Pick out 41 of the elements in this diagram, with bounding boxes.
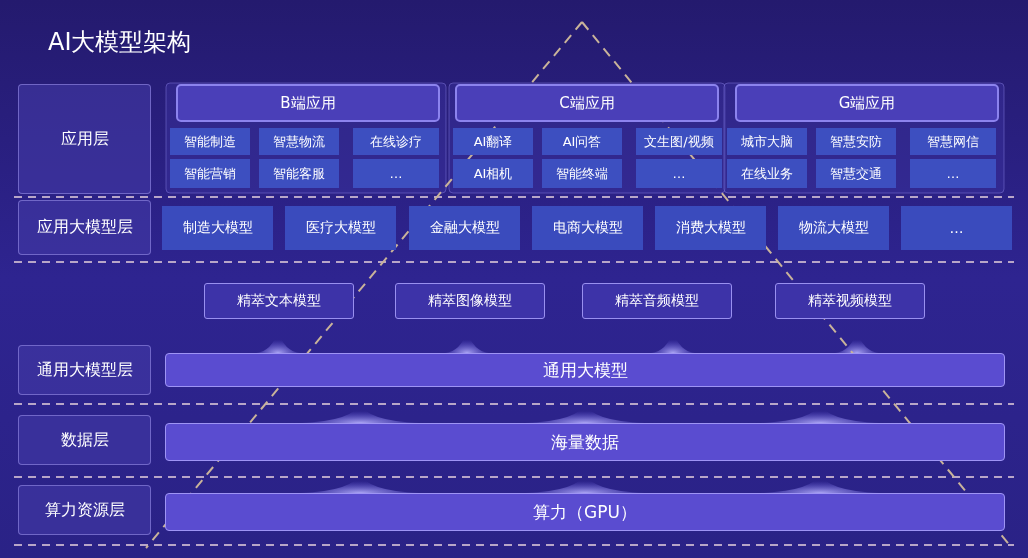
- layer-label: 通用大模型层: [18, 345, 151, 395]
- layer-label: 数据层: [18, 415, 151, 465]
- app-tile: 智慧安防: [816, 128, 896, 155]
- model-tile: 消费大模型: [655, 206, 766, 250]
- model-tag: 精萃音频模型: [582, 283, 732, 319]
- app-tile: 智能终端: [542, 159, 622, 188]
- app-tile: AI相机: [453, 159, 533, 188]
- group-header: B端应用: [176, 84, 440, 122]
- model-tag: 精萃视频模型: [775, 283, 925, 319]
- app-tile: 智慧物流: [259, 128, 339, 155]
- layer-label: 应用大模型层: [18, 200, 151, 255]
- app-tile: …: [910, 159, 996, 188]
- model-tag: 精萃文本模型: [204, 283, 354, 319]
- app-tile: …: [353, 159, 439, 188]
- model-tag: 精萃图像模型: [395, 283, 545, 319]
- app-tile: AI翻译: [453, 128, 533, 155]
- layer-bar: 海量数据: [165, 423, 1005, 461]
- model-tile: …: [901, 206, 1012, 250]
- layer-bar: 算力（GPU）: [165, 493, 1005, 531]
- group-header: C端应用: [455, 84, 719, 122]
- app-tile: 智能制造: [170, 128, 250, 155]
- group-header: G端应用: [735, 84, 999, 122]
- app-tile: …: [636, 159, 722, 188]
- app-tile: 智慧交通: [816, 159, 896, 188]
- model-tile: 物流大模型: [778, 206, 889, 250]
- app-tile: 在线诊疗: [353, 128, 439, 155]
- app-tile: 智慧网信: [910, 128, 996, 155]
- layer-label: 应用层: [18, 84, 151, 194]
- model-tile: 电商大模型: [532, 206, 643, 250]
- diagram-title: AI大模型架构: [48, 27, 192, 58]
- model-tile: 制造大模型: [162, 206, 273, 250]
- app-tile: 城市大脑: [727, 128, 807, 155]
- layer-bar: 通用大模型: [165, 353, 1005, 387]
- app-tile: AI问答: [542, 128, 622, 155]
- app-tile: 文生图/视频: [636, 128, 722, 155]
- model-tile: 金融大模型: [409, 206, 520, 250]
- layer-label: 算力资源层: [18, 485, 151, 535]
- app-tile: 智能营销: [170, 159, 250, 188]
- model-tile: 医疗大模型: [285, 206, 396, 250]
- app-tile: 在线业务: [727, 159, 807, 188]
- app-tile: 智能客服: [259, 159, 339, 188]
